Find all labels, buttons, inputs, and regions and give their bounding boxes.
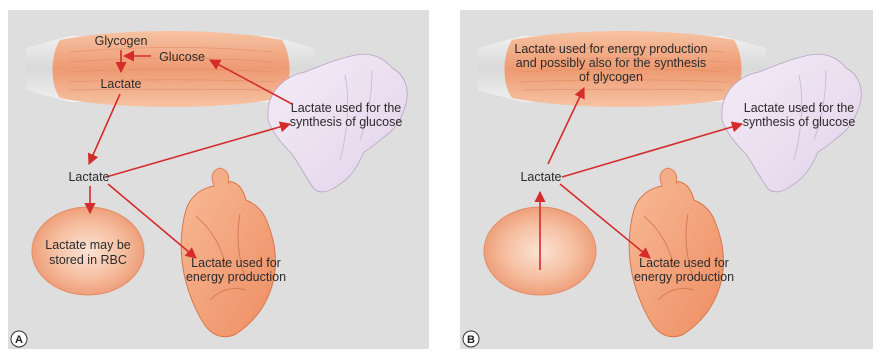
panel-a-letter: A <box>15 334 23 346</box>
panel-a: Glycogen Glucose Lactate Lactate used fo… <box>8 10 429 349</box>
glucose-label: Glucose <box>159 50 205 64</box>
heart-b-label-line1: Lactate used for <box>639 256 729 270</box>
heart-label-line1: Lactate used for <box>191 256 281 270</box>
liver-b-label-line1: Lactate used for the <box>744 101 855 115</box>
blood-lactate-label: Lactate <box>68 170 109 184</box>
rbc-label-line1: Lactate may be <box>45 238 131 252</box>
muscle-lactate-label: Lactate <box>100 77 141 91</box>
heart-b-label-line2: energy production <box>634 270 734 284</box>
muscle-b-label-line2: and possibly also for the synthesis <box>516 56 706 70</box>
muscle-b-label-line3: of glycogen <box>579 70 643 84</box>
liver-label-line1: Lactate used for the <box>291 101 402 115</box>
panel-b: Lactate used for energy production and p… <box>460 10 873 349</box>
rbc-label-line2: stored in RBC <box>49 253 127 267</box>
muscle-a <box>26 31 314 107</box>
liver-label-line2: synthesis of glucose <box>290 115 403 129</box>
panel-b-letter: B <box>467 334 475 346</box>
blood-lactate-label-b: Lactate <box>520 170 561 184</box>
heart-label-line2: energy production <box>186 270 286 284</box>
glycogen-label: Glycogen <box>95 34 148 48</box>
muscle-b-label-line1: Lactate used for energy production <box>514 42 707 56</box>
liver-b-label-line2: synthesis of glucose <box>743 115 856 129</box>
